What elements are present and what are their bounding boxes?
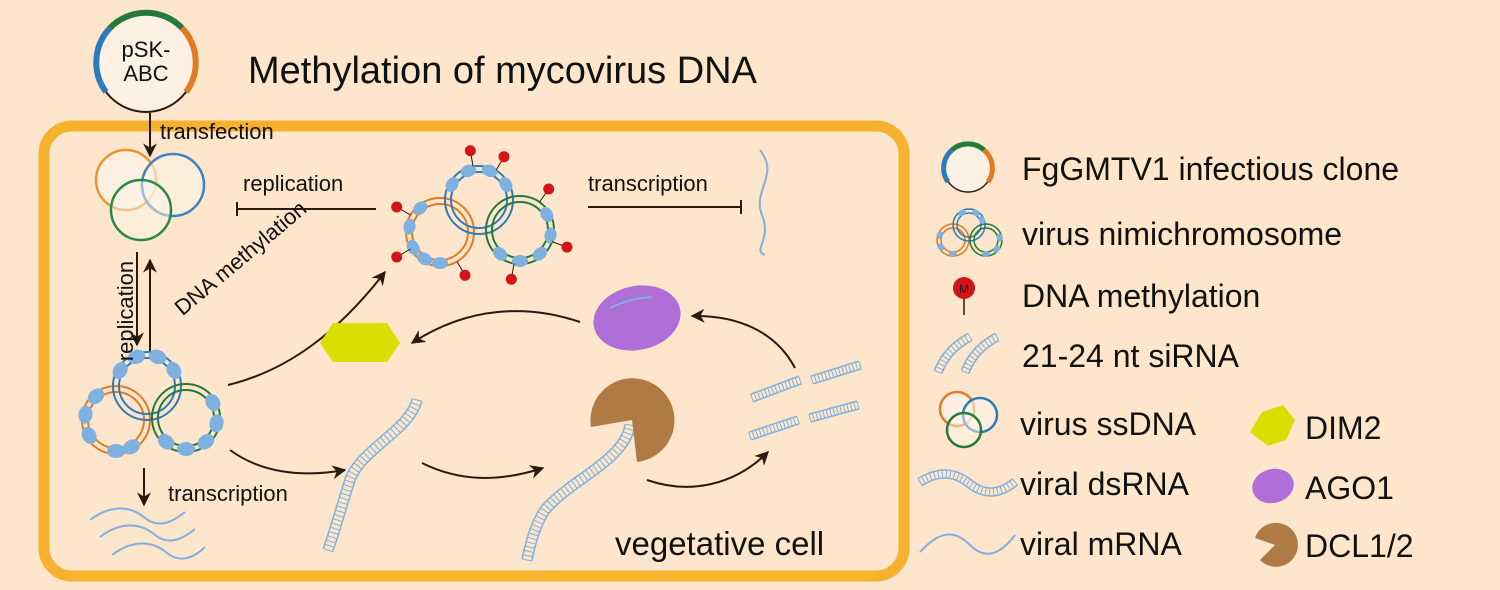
plasmid-label: pSK- ABC <box>98 38 194 86</box>
methyl-mark <box>464 145 476 157</box>
histone-bead <box>958 209 966 217</box>
histone-bead <box>949 251 957 257</box>
legend-label-ssdna: virus ssDNA <box>1020 406 1197 442</box>
ssdna-circles-top <box>94 148 206 242</box>
legend-label-mrna: viral mRNA <box>1020 526 1182 562</box>
dim2-protein <box>320 323 400 362</box>
ssdna-circles-icon <box>938 390 999 449</box>
ago1-ellipse-icon <box>1252 468 1294 504</box>
methyl-mark <box>505 273 517 285</box>
histone-bead <box>416 252 433 266</box>
histone-bead <box>122 439 141 455</box>
histone-bead <box>157 433 175 450</box>
methyl-mark <box>459 269 471 281</box>
transcription-bottom-label: transcription <box>168 481 288 506</box>
histone-bead <box>936 231 943 240</box>
methyl-mark <box>543 183 555 195</box>
legend-label-minichromosome: virus nimichromosome <box>1022 216 1343 252</box>
dsrna-1 <box>322 398 423 553</box>
histone-bead <box>544 227 557 244</box>
dna-methylation-arrow <box>227 270 386 386</box>
histone-bead <box>148 349 167 365</box>
svg-text:M: M <box>959 282 969 296</box>
replication-inhibition-line <box>236 202 376 216</box>
sirna-icon <box>933 332 1000 375</box>
legend-label-dim2: DIM2 <box>1305 410 1382 446</box>
histone-bead <box>166 361 182 380</box>
histone-bead <box>209 414 224 433</box>
transcription-top-label: transcription <box>588 171 708 196</box>
plasmid-pskabc-icon <box>93 9 199 113</box>
legend-label-dna-methylation: DNA methylation <box>1022 278 1261 314</box>
histone-bead <box>205 393 221 412</box>
to-dim2-arrow <box>410 310 581 344</box>
legend-label-ago1: AGO1 <box>1305 470 1394 506</box>
histone-bead <box>445 176 459 193</box>
histone-bead <box>412 201 428 216</box>
vegetative-cell-border <box>38 120 910 582</box>
to-ago1-arrow <box>690 308 796 369</box>
histone-bead <box>937 243 945 251</box>
histone-bead <box>406 239 420 256</box>
dcl-pacman-icon <box>1255 522 1298 567</box>
plasmid-icon <box>941 141 995 193</box>
histone-bead <box>972 209 980 217</box>
replication-top-label: replication <box>243 171 344 196</box>
histone-bead <box>512 255 528 267</box>
histone-bead <box>499 176 513 193</box>
mrna-top <box>758 149 769 256</box>
histone-bead <box>107 444 125 458</box>
minichromosome-bottom-left <box>78 349 224 458</box>
legend-label-infectious-clone: FgGMTV1 infectious clone <box>1022 151 1400 187</box>
histone-bead <box>993 245 1001 253</box>
to-sirna-arrow <box>646 451 769 488</box>
legend-label-dsrna: viral dsRNA <box>1020 466 1189 502</box>
histone-bead <box>197 433 215 450</box>
histone-bead <box>87 388 105 405</box>
histone-bead <box>979 216 986 225</box>
histone-bead <box>177 442 195 456</box>
histone-bead <box>996 233 1003 242</box>
to-dsrna-arrow <box>229 449 347 480</box>
histone-bead <box>532 246 548 261</box>
legend-label-dcl: DCL1/2 <box>1305 528 1414 564</box>
histone-bead <box>540 206 554 223</box>
minichromosome-icon <box>936 208 1003 257</box>
histone-bead <box>481 164 498 178</box>
histone-bead <box>460 164 477 178</box>
transcription-inhibition-line <box>588 200 742 214</box>
methylated-minichromosome <box>391 145 573 285</box>
dim2-hexagon-icon <box>1250 405 1295 446</box>
page-title: Methylation of mycovirus DNA <box>248 50 757 92</box>
dcl-protein <box>590 378 675 462</box>
methyl-mark <box>391 201 403 213</box>
histone-bead <box>982 251 990 257</box>
to-dcl-arrow <box>421 462 545 479</box>
sirna-group <box>748 360 862 441</box>
histone-bead <box>492 246 508 261</box>
mrna-icon <box>919 533 1016 555</box>
replication-side-label: replication <box>113 260 138 362</box>
methyl-mark <box>391 251 403 263</box>
histone-bead <box>78 405 93 424</box>
histone-bead <box>112 361 128 380</box>
ago1-protein <box>593 285 681 351</box>
legend-label-sirna: 21-24 nt siRNA <box>1022 338 1239 374</box>
plasmid-label-line2: ABC <box>123 61 169 86</box>
plasmid-label-line1: pSK- <box>121 37 171 62</box>
methylation-pin-icon: M <box>953 277 975 315</box>
histone-bead <box>81 426 97 445</box>
mrna-bottom <box>89 507 206 560</box>
dsrna-icon <box>917 469 1018 497</box>
vegetative-cell-label: vegetative cell <box>615 525 825 562</box>
methyl-mark <box>561 241 573 253</box>
dsrna-2 <box>521 423 636 562</box>
transfection-label: transfection <box>160 119 274 144</box>
histone-bead <box>403 218 416 235</box>
methyl-mark <box>498 151 510 163</box>
histone-bead <box>432 257 448 269</box>
histone-bead <box>127 349 146 365</box>
